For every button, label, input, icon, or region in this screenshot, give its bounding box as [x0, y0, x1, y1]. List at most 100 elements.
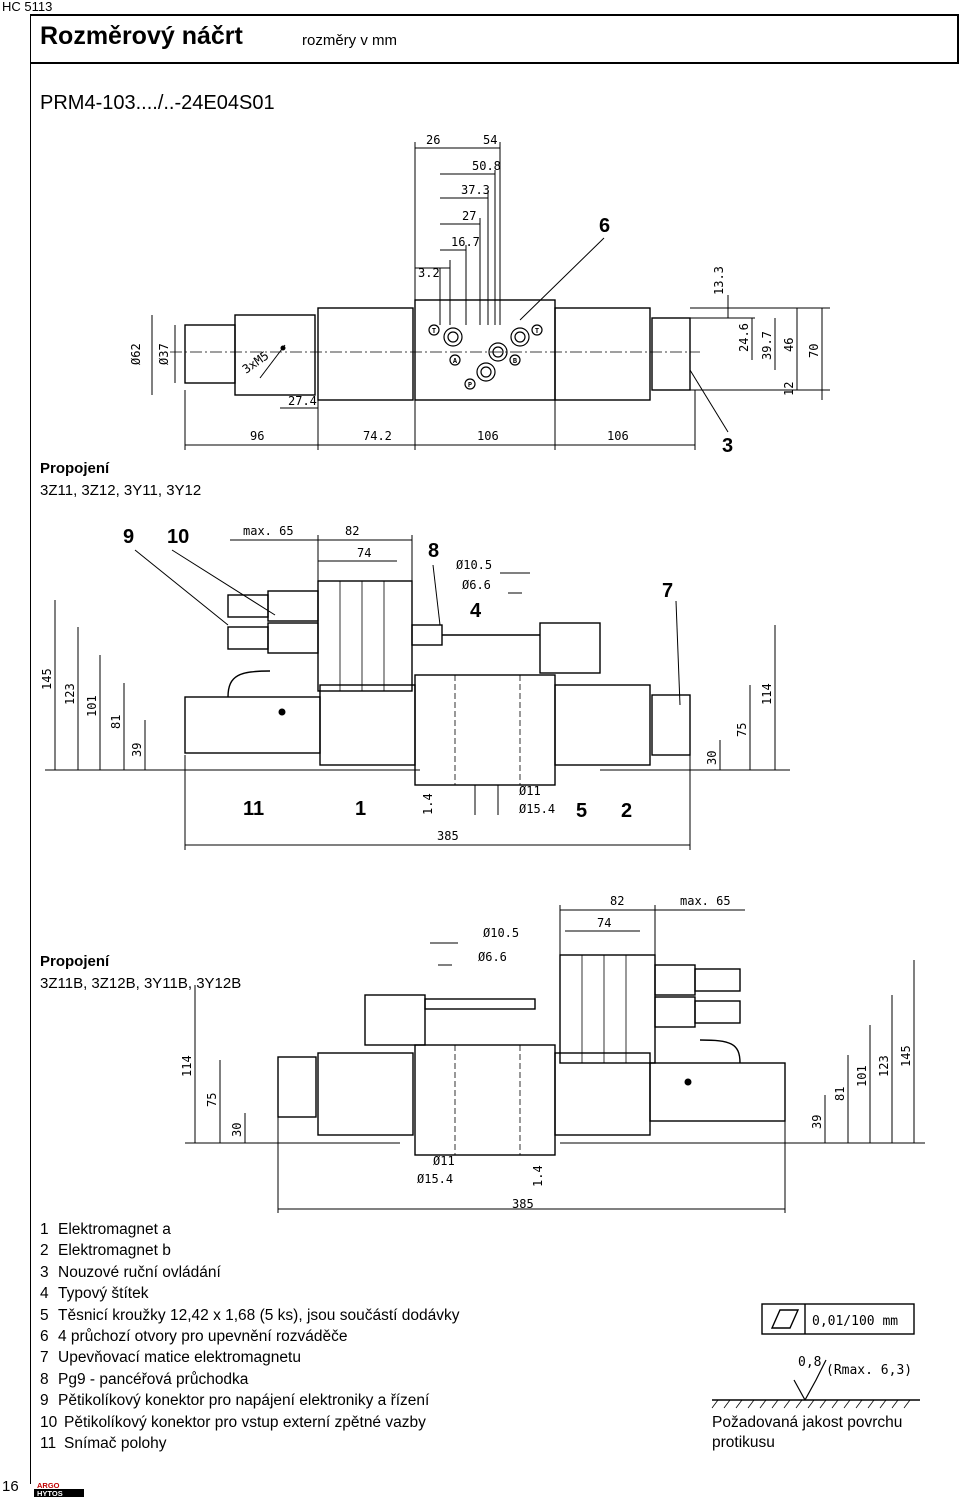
svg-text:ARGO: ARGO [37, 1481, 60, 1490]
dim-123: 123 [877, 1055, 891, 1077]
dim-101: 101 [85, 695, 99, 717]
dim-39-7: 39.7 [760, 331, 774, 360]
dim-385: 385 [437, 829, 459, 843]
dim-81: 81 [833, 1087, 847, 1101]
connection2-variants: 3Z11B, 3Z12B, 3Y11B, 3Y12B [40, 975, 242, 992]
port-a: A [453, 357, 458, 365]
port-t-left: T [432, 327, 436, 335]
dim-d15-4: Ø15.4 [417, 1172, 453, 1186]
dim-d6-6: Ø6.6 [478, 950, 507, 964]
dim-101: 101 [855, 1065, 869, 1087]
dim-30: 30 [705, 751, 719, 765]
dim-123: 123 [63, 683, 77, 705]
surface-caption: Požadovaná jakost povrchu protikusu [712, 1414, 903, 1451]
port-t-right: T [535, 327, 539, 335]
callout-11: 11 [243, 798, 264, 820]
dim-106-a: 106 [477, 429, 499, 443]
dim-145: 145 [899, 1045, 913, 1067]
connection1-heading: Propojení [40, 460, 110, 477]
callout-6: 6 [599, 215, 610, 237]
model-code: PRM4-103..../..-24E04S01 [40, 92, 275, 114]
dim-82: 82 [610, 894, 624, 908]
callout-5: 5 [576, 800, 587, 822]
dim-46: 46 [782, 338, 796, 352]
dim-13-3: 13.3 [712, 266, 726, 295]
callout-1: 1 [355, 798, 366, 820]
side-view-2-drawing: 82 max. 65 74 Ø10.5 Ø6.6 [180, 894, 925, 1213]
dim-75: 75 [205, 1093, 219, 1107]
side-view-1-drawing: 9 10 8 4 7 max. 65 82 74 Ø10.5 Ø6.6 [40, 524, 790, 850]
dim-74: 74 [357, 546, 371, 560]
connection2-heading: Propojení [40, 953, 110, 970]
port-b: B [513, 357, 517, 365]
dim-d11: Ø11 [433, 1154, 455, 1168]
surface-spec-symbol: 0,01/100 mm 0,8 (Rmax. 6,3) [711, 1303, 920, 1409]
svg-text:HYTOS: HYTOS [37, 1489, 63, 1497]
dim-d15-4: Ø15.4 [519, 802, 555, 816]
callout-4: 4 [470, 600, 482, 622]
top-view-drawing: 26 54 50.8 37.3 27 16.7 3.2 6 T T A B P [129, 133, 830, 457]
callout-7: 7 [662, 580, 673, 602]
dim-27-4: 27.4 [288, 394, 317, 408]
dim-d62: Ø62 [129, 343, 143, 365]
dim-74-2: 74.2 [363, 429, 392, 443]
dim-81: 81 [109, 715, 123, 729]
dim-26: 26 [426, 133, 440, 147]
dim-max65: max. 65 [680, 894, 731, 908]
callout-10: 10 [167, 526, 189, 548]
dim-74: 74 [597, 916, 611, 930]
callout-2: 2 [621, 800, 632, 822]
dim-50-8: 50.8 [472, 159, 501, 173]
dim-39: 39 [810, 1115, 824, 1129]
dim-12: 12 [782, 382, 796, 396]
dim-24-6: 24.6 [737, 323, 751, 352]
callout-8: 8 [428, 540, 439, 562]
dim-16-7: 16.7 [451, 235, 480, 249]
top-dim-labels: 26 54 50.8 37.3 27 16.7 3.2 [418, 133, 501, 280]
page-margin-line [30, 14, 31, 1484]
page-number: 16 [2, 1478, 19, 1495]
callout-9: 9 [123, 526, 134, 548]
dim-96: 96 [250, 429, 264, 443]
dim-1-4: 1.4 [421, 793, 435, 815]
dim-54: 54 [483, 133, 497, 147]
dim-114: 114 [760, 683, 774, 705]
dim-27: 27 [462, 209, 476, 223]
dim-385: 385 [512, 1197, 534, 1211]
dim-30: 30 [230, 1123, 244, 1137]
dim-d10-5: Ø10.5 [456, 558, 492, 572]
dim-75: 75 [735, 723, 749, 737]
units-note: rozměry v mm [302, 32, 397, 49]
dim-1-4: 1.4 [531, 1165, 545, 1187]
dim-max65: max. 65 [243, 524, 294, 538]
dim-106-b: 106 [607, 429, 629, 443]
argo-hytos-logo: ARGO HYTOS [34, 1481, 84, 1497]
dim-3xm5: 3xM5 [240, 348, 272, 376]
dim-d10-5: Ø10.5 [483, 926, 519, 940]
dim-145: 145 [40, 668, 54, 690]
dim-d6-6: Ø6.6 [462, 578, 491, 592]
callout-3: 3 [722, 435, 733, 457]
page-title: Rozměrový náčrt [40, 22, 243, 50]
dim-3-2: 3.2 [418, 266, 440, 280]
dim-39: 39 [130, 743, 144, 757]
dim-d37: Ø37 [157, 343, 171, 365]
dim-70: 70 [807, 344, 821, 358]
dim-114: 114 [180, 1055, 194, 1077]
dim-d11: Ø11 [519, 784, 541, 798]
dim-37-3: 37.3 [461, 183, 490, 197]
rmax-value: (Rmax. 6,3) [826, 1363, 912, 1378]
flatness-value: 0,01/100 mm [812, 1314, 898, 1329]
